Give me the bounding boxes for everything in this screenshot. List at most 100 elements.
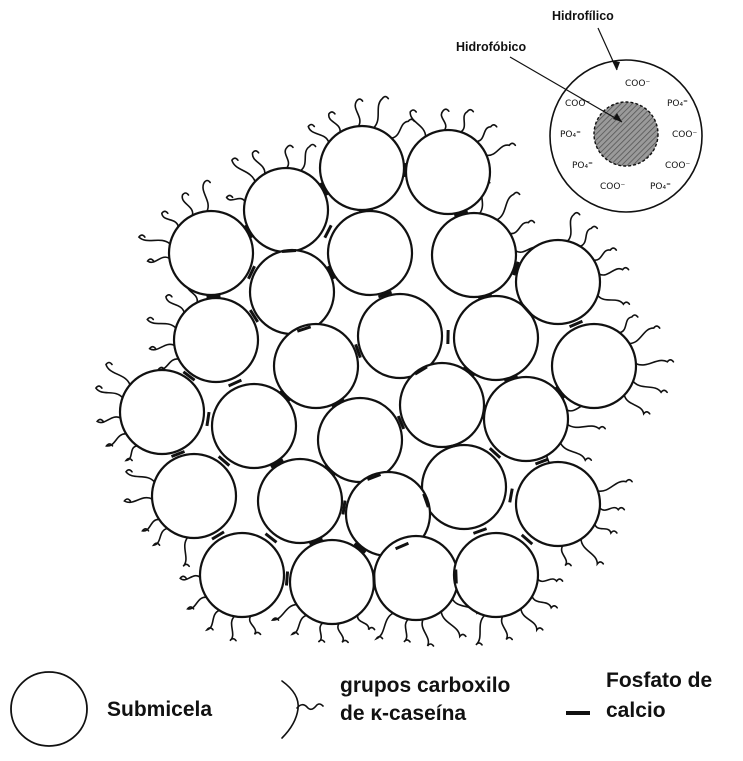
kappa-casein-hair	[143, 519, 160, 530]
ion-label: PO₄⁼	[650, 182, 671, 192]
kappa-casein-hair	[561, 443, 592, 460]
kappa-casein-hair	[106, 363, 130, 385]
kappa-casein-hair	[581, 539, 603, 564]
kappa-casein-hair	[147, 318, 176, 329]
kappa-casein-hair	[599, 268, 628, 275]
ion-label: COO⁻	[600, 182, 625, 192]
kappa-casein-hair	[232, 158, 255, 181]
kappa-casein-hair	[521, 609, 543, 630]
submicelle	[169, 211, 253, 295]
submicelle	[200, 533, 284, 617]
kappa-casein-hair	[594, 248, 616, 260]
legend-carboxyl-label-line1: grupos carboxilo	[340, 673, 510, 699]
submicelle	[422, 445, 506, 529]
ion-label: PO₄⁼	[667, 99, 688, 109]
calcium-phosphate-bridge	[207, 412, 209, 426]
kappa-casein-hair	[410, 110, 425, 137]
kappa-casein-hair	[441, 612, 466, 637]
legend-submicelle-label: Submicela	[107, 697, 212, 723]
calcium-phosphate-bridge	[473, 529, 486, 534]
submicelle	[120, 370, 204, 454]
kappa-casein-hair	[532, 596, 557, 607]
kappa-casein-hair	[355, 99, 362, 126]
calcium-phosphate-bridge	[374, 573, 375, 587]
kappa-casein-hair	[562, 546, 572, 566]
calcium-phosphate-bridge	[325, 225, 331, 237]
kappa-casein-hair	[126, 470, 154, 482]
kappa-casein-hair	[620, 315, 638, 333]
kappa-casein-hair	[477, 125, 497, 142]
ion-label: COO⁻	[672, 130, 697, 140]
calcium-phosphate-bridge	[282, 250, 296, 251]
submicelle	[328, 211, 412, 295]
kappa-casein-hair	[630, 326, 660, 343]
submicelle	[174, 298, 258, 382]
legend-phosphate-label-line2: calcio	[606, 698, 666, 724]
kappa-casein-hair	[301, 145, 316, 171]
kappa-casein-hair	[188, 597, 207, 609]
kappa-casein-hair	[182, 193, 192, 215]
kappa-casein-hair	[441, 109, 448, 130]
kappa-casein-hair	[538, 579, 563, 581]
calcium-phosphate-bridge	[510, 489, 512, 503]
submicelle-circle-icon	[11, 672, 87, 746]
kappa-casein-hair	[568, 425, 606, 429]
submicelle	[552, 324, 636, 408]
calcium-phosphate-bar-icon	[566, 711, 590, 715]
kappa-casein-hair	[600, 508, 625, 511]
kappa-casein-hair	[595, 524, 617, 533]
kappa-casein-hair	[150, 344, 175, 350]
kappa-casein-hair	[207, 610, 219, 629]
kappa-casein-hair	[476, 615, 485, 645]
kappa-casein-hair	[292, 615, 306, 634]
ion-label: PO₄⁼	[572, 161, 593, 171]
submicelle	[212, 384, 296, 468]
kappa-casein-hair	[377, 613, 394, 638]
kappa-casein-hair	[598, 296, 630, 305]
kappa-casein-hair	[107, 434, 127, 446]
kappa-casein-hair	[568, 213, 580, 241]
kappa-casein-hair	[633, 381, 667, 392]
carboxyl-group-icon	[282, 681, 323, 738]
kappa-casein-hair	[154, 529, 168, 546]
legend-carboxyl-label-line2: de κ-caseína	[340, 701, 466, 727]
kappa-casein-hair	[308, 125, 329, 143]
calcium-phosphate-bridge	[359, 210, 373, 211]
kappa-casein-hair	[250, 616, 261, 634]
kappa-casein-hair	[148, 257, 170, 262]
submicelle	[400, 363, 484, 447]
kappa-casein-hair	[230, 616, 236, 640]
calcium-phosphate-bridge	[286, 572, 287, 586]
kappa-casein-hair	[580, 226, 597, 246]
kappa-casein-hair	[273, 605, 297, 621]
kappa-casein-hair	[358, 615, 375, 629]
calcium-phosphate-bridge	[207, 296, 221, 297]
submicelle	[454, 533, 538, 617]
kappa-casein-hair	[162, 211, 179, 226]
submicelle	[244, 168, 328, 252]
kappa-casein-hair	[374, 97, 389, 128]
submicelle	[152, 454, 236, 538]
kappa-casein-hair	[139, 235, 170, 244]
kappa-casein-hair	[203, 181, 210, 212]
kappa-casein-hair	[404, 619, 410, 642]
kappa-casein-hair	[166, 295, 184, 313]
submicelle	[432, 213, 516, 297]
ion-label: COO⁻	[565, 99, 590, 109]
kappa-casein-hair	[285, 145, 293, 168]
submicelle	[274, 324, 358, 408]
kappa-casein-hair	[636, 360, 674, 365]
submicelle	[320, 126, 404, 210]
kappa-casein-hair	[392, 119, 415, 138]
calcium-phosphate-bridge	[405, 163, 406, 177]
kappa-casein-hair	[598, 480, 632, 491]
submicelle	[484, 377, 568, 461]
submicelle-detail-inset: Hidrofílico Hidrofóbico COO⁻ COO⁻ PO₄⁼ P…	[456, 9, 702, 212]
kappa-casein-hair	[124, 498, 152, 503]
calcium-phosphate-bridge	[456, 570, 457, 584]
submicelle	[250, 250, 334, 334]
hydrophilic-label: Hidrofílico	[552, 9, 614, 23]
submicelle	[516, 462, 600, 546]
kappa-casein-hair	[338, 623, 348, 642]
